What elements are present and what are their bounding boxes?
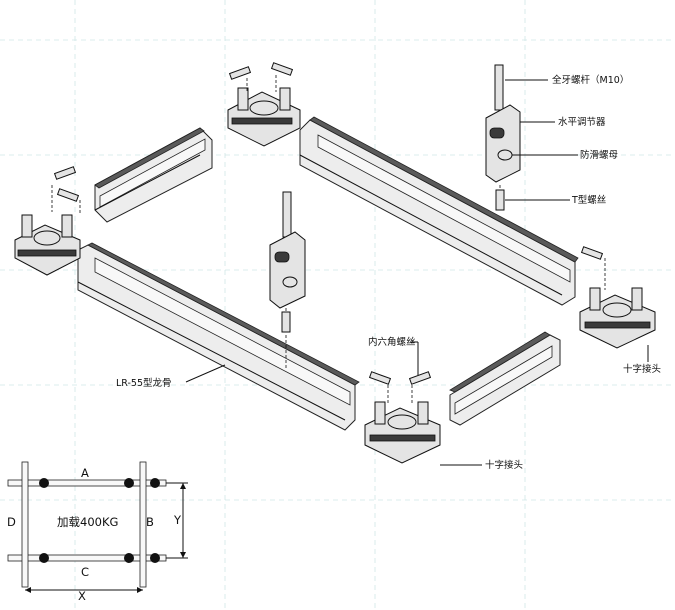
label-nut: 防滑螺母 [580,149,618,161]
plan-joint [124,553,134,563]
keel-rail-bottom-right [449,331,561,426]
keel-rail-middle-left [77,242,360,431]
plan-joint [39,553,49,563]
label-hexbolt: 内六角螺丝 [368,336,416,348]
plan-rail-left [21,461,29,588]
plan-side-a: A [81,466,89,480]
hex-bolts-left [51,166,81,215]
cross-joint-top [227,87,301,147]
label-cross-right: 十字接头 [623,363,661,375]
hex-bolts-right [580,246,606,290]
plan-joint [150,553,160,563]
cross-joint-bottom [364,401,441,464]
plan-side-d: D [7,515,16,529]
plan-side-b: B [146,515,154,529]
plan-dim-y: Y [173,513,182,527]
plan-view: A B C D 加载400KG X Y [7,461,188,603]
plan-side-c: C [81,565,89,579]
cross-joint-right [579,287,656,349]
leveler-assembly-right [485,64,521,211]
label-tbolt: T型螺丝 [571,194,606,206]
hex-bolts-top [228,62,294,92]
leader-keel [185,364,226,383]
plan-joint [150,478,160,488]
leveler-assembly-middle [269,191,306,370]
cross-joint-left [14,214,81,276]
label-cross-bottom: 十字接头 [485,459,523,471]
label-rod: 全牙螺杆（M10） [552,74,629,86]
plan-joint [124,478,134,488]
label-keel: LR-55型龙骨 [116,377,172,389]
label-leveler: 水平调节器 [558,116,606,128]
hex-bolts-bottom [368,371,432,405]
plan-dim-x: X [78,589,86,603]
plan-joint [39,478,49,488]
keel-rail-top-left [94,127,213,223]
plan-rail-right [139,461,147,588]
keel-rail-top-right [299,116,579,306]
plan-load: 加载400KG [57,515,118,529]
